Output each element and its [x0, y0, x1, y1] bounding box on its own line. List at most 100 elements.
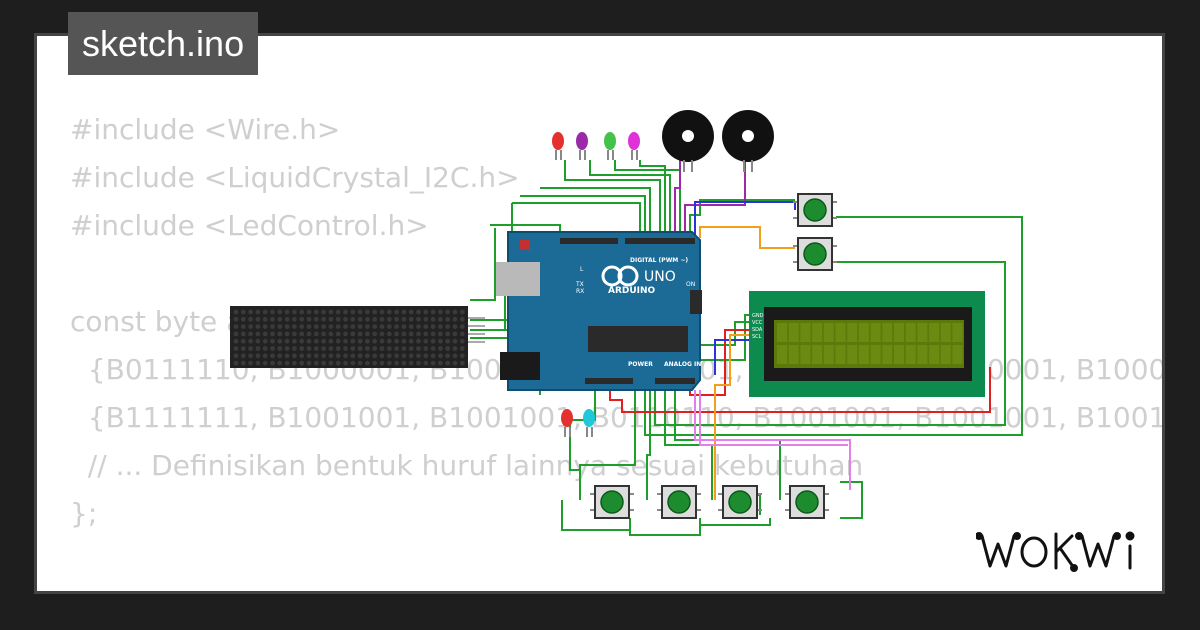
led-matrix-dot: [299, 309, 305, 315]
led-matrix-dot: [438, 360, 443, 366]
led-matrix-dot: [452, 360, 458, 366]
lcd-character-cell: [929, 345, 940, 364]
pushbutton-icon[interactable]: [793, 237, 837, 271]
led-matrix-dot: [386, 338, 392, 344]
led-matrix-dot: [445, 316, 451, 322]
led-matrix-dot: [365, 316, 370, 322]
led-matrix-dot: [262, 338, 268, 344]
led-matrix-dot: [335, 360, 341, 366]
led-matrix-dot: [394, 309, 399, 315]
code-line: #include <LiquidCrystal_I2C.h>: [70, 161, 520, 194]
led-matrix-dot: [306, 324, 312, 329]
led-matrix-dot: [423, 338, 429, 344]
led-matrix-dot: [248, 360, 254, 366]
led-matrix-dot: [459, 324, 465, 329]
led-matrix-dot: [372, 324, 378, 329]
led-matrix-dot: [270, 316, 275, 322]
led-matrix-dot: [438, 309, 443, 315]
led-matrix-dot: [313, 309, 319, 315]
led-matrix-dot: [240, 316, 246, 322]
led-matrix-dot: [445, 360, 451, 366]
lcd-pin-sda: SDA: [752, 327, 763, 333]
pushbutton-icon[interactable]: [657, 485, 701, 519]
file-title-badge: sketch.ino: [68, 12, 259, 75]
led-matrix-dot: [438, 324, 443, 329]
lcd-character-cell: [858, 323, 869, 342]
led-matrix-dot: [240, 331, 246, 337]
led-matrix-dot: [423, 316, 429, 322]
led-matrix-dot: [357, 309, 363, 315]
led-matrix-dot: [343, 338, 348, 344]
led-matrix-dot: [321, 309, 326, 315]
on-led-label: ON: [686, 281, 695, 288]
led-red-icon: [552, 132, 564, 160]
led-matrix-dot: [306, 331, 312, 337]
pushbutton-icon[interactable]: [590, 485, 634, 519]
led-matrix-dot: [233, 316, 239, 322]
led-matrix-dot: [233, 360, 239, 366]
led-matrix-dot: [430, 324, 436, 329]
led-matrix-dot: [262, 331, 268, 337]
led-matrix-dot: [350, 346, 356, 351]
pushbutton-icon[interactable]: [793, 193, 837, 227]
lcd-character-cell: [940, 345, 951, 364]
code-line: #include <Wire.h>: [70, 113, 341, 146]
lcd-character-cell: [917, 323, 928, 342]
led-matrix-dot: [255, 353, 261, 359]
led-matrix-dot: [284, 324, 290, 329]
led-matrix-dot: [438, 353, 443, 359]
led-matrix-dot: [423, 360, 429, 366]
led-matrix-dot: [313, 346, 319, 351]
led-matrix-dot: [262, 353, 268, 359]
led-matrix-dot: [270, 346, 275, 351]
led-matrix-dot: [401, 331, 407, 337]
led-matrix-dot: [277, 324, 283, 329]
led-matrix-dot: [445, 338, 451, 344]
lcd-character-cell: [882, 323, 893, 342]
led-matrix-dot: [292, 360, 297, 366]
led-matrix-dot: [233, 309, 239, 315]
led-matrix-dot: [452, 338, 458, 344]
lcd-icon: GND VCC SDA SCL: [749, 291, 985, 397]
lcd-character-cell: [929, 323, 940, 342]
lcd-character-cell: [905, 323, 916, 342]
led-matrix-dot: [438, 316, 443, 322]
led-matrix-dot: [401, 316, 407, 322]
led-matrix-dot: [357, 331, 363, 337]
led-matrix-dot: [277, 360, 283, 366]
led-matrix-dot: [459, 338, 465, 344]
led-matrix-dot: [365, 353, 370, 359]
led-matrix-dot: [365, 338, 370, 344]
led-matrix-dot: [379, 346, 385, 351]
led-matrix-dot: [416, 309, 421, 315]
led-matrix-dot: [255, 346, 261, 351]
led-matrix-dot: [321, 346, 326, 351]
led-matrix-dot: [233, 331, 239, 337]
led-matrix-dot: [313, 331, 319, 337]
led-matrix-dot: [292, 309, 297, 315]
led-matrix-dot: [306, 346, 312, 351]
led-matrix-dot: [423, 346, 429, 351]
led-matrix-dot: [350, 353, 356, 359]
led-matrix-dot: [233, 338, 239, 344]
led-matrix-dot: [292, 316, 297, 322]
led-matrix-dot: [248, 346, 254, 351]
led-matrix-dot: [357, 360, 363, 366]
lcd-character-cell: [917, 345, 928, 364]
led-matrix-dot: [416, 360, 421, 366]
led-matrix-dot: [313, 324, 319, 329]
pushbutton-icon[interactable]: [785, 485, 829, 519]
led-magenta-icon: [628, 132, 640, 160]
led-matrix-dot: [292, 346, 297, 351]
led-matrix-dot: [255, 331, 261, 337]
led-matrix-dot: [372, 309, 378, 315]
led-matrix-dot: [328, 316, 334, 322]
lcd-character-cell: [847, 323, 858, 342]
buzzer-icon: [722, 110, 774, 172]
led-matrix-dot: [386, 360, 392, 366]
led-matrix-dot: [416, 346, 421, 351]
led-matrix-dot: [445, 324, 451, 329]
l-led-label: L: [580, 266, 584, 273]
led-matrix-dot: [335, 338, 341, 344]
pushbutton-icon[interactable]: [718, 485, 762, 519]
